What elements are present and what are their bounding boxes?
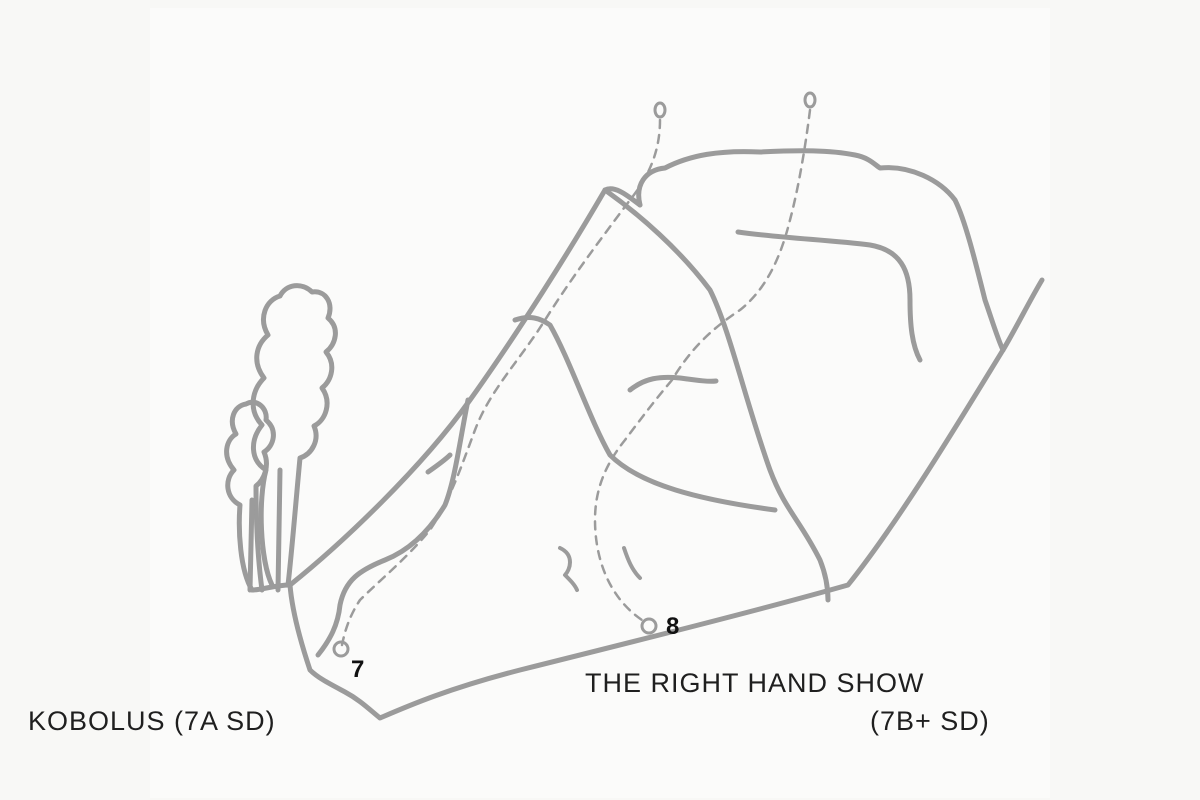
- route-8-caption-grade: (7B+ SD): [870, 706, 990, 736]
- route-8-caption-name: THE RIGHT HAND SHOW: [585, 668, 925, 698]
- route-8-number: 8: [666, 613, 680, 640]
- route-7-caption: KOBOLUS (7A SD): [28, 706, 276, 736]
- route-8-line: [593, 91, 817, 635]
- route-7-line: [332, 101, 667, 658]
- tree-icon: [224, 399, 276, 593]
- paper-background: [150, 8, 1050, 798]
- route-7-number: 7: [351, 656, 365, 683]
- tree-icon: [250, 283, 338, 593]
